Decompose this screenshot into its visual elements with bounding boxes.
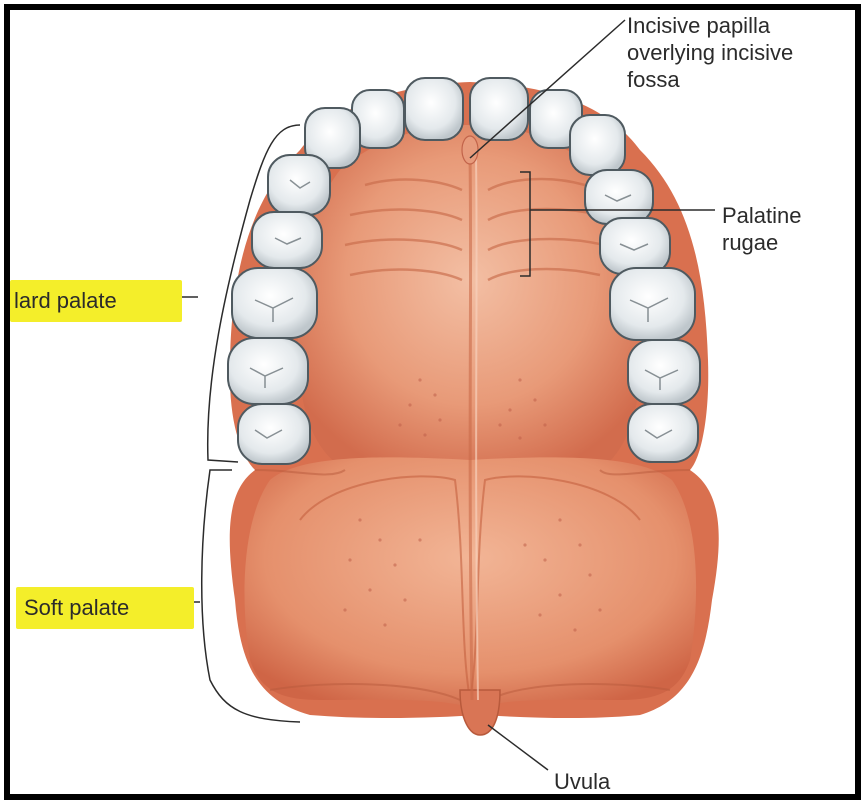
uvula-shape [460, 690, 500, 735]
label-uvula: Uvula [554, 768, 654, 795]
label-incisive-papilla: Incisive papilla overlying incisive foss… [627, 12, 857, 93]
label-palatine-rugae: Palatine rugae [722, 202, 842, 256]
label-soft-palate: Soft palate [24, 594, 194, 621]
figure-frame: Incisive papilla overlying incisive foss… [4, 4, 861, 800]
label-hard-palate: lard palate [14, 287, 184, 314]
palate-illustration [4, 4, 861, 800]
